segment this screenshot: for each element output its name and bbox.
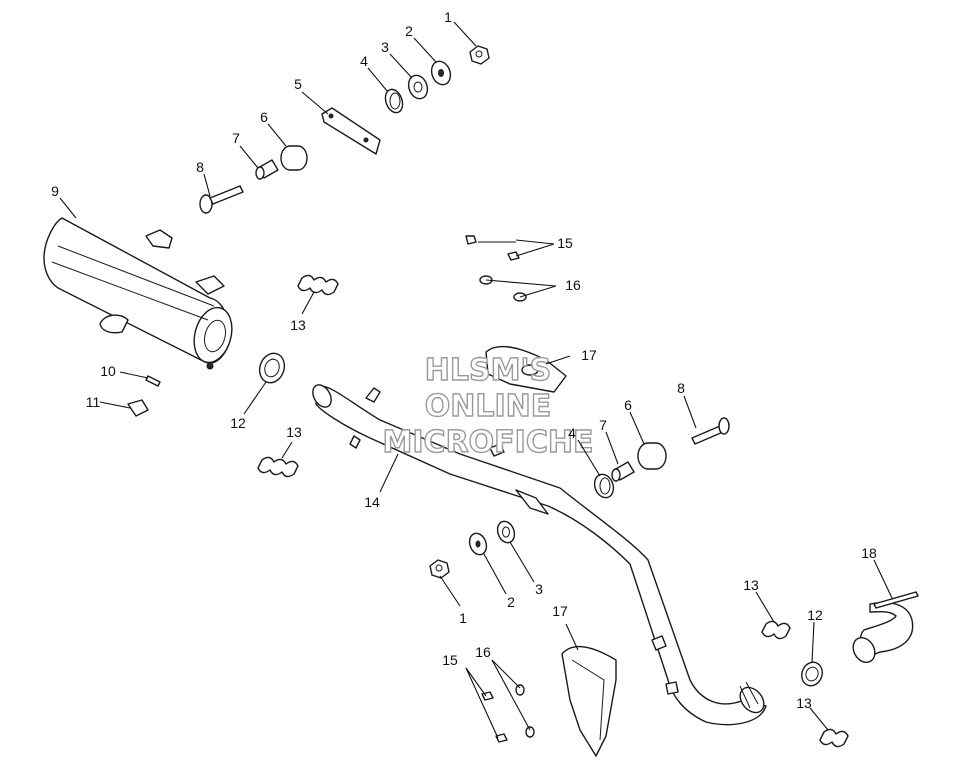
spring-part-13-lower [257, 456, 299, 478]
callout-8-top: 8 [196, 159, 204, 175]
head-pipe-part-14 [312, 384, 767, 726]
callout-8-right: 8 [677, 380, 685, 396]
pipe-part-18 [852, 591, 919, 664]
heat-shield-part-17-lower [561, 645, 617, 757]
nut-part-1-top [469, 45, 490, 65]
washer-part-3-top [407, 74, 429, 100]
spring-part-13-right-upper [761, 620, 791, 640]
callout-13-right-lower: 13 [796, 695, 812, 711]
callout-6-top: 6 [260, 109, 268, 125]
watermark-line-2: ONLINE [425, 389, 552, 424]
callout-1-top: 1 [444, 9, 452, 25]
ring-part-4-right [593, 473, 615, 499]
callout-17-lower: 17 [552, 603, 568, 619]
spring-part-13-right-lower [819, 728, 849, 748]
callout-18: 18 [861, 545, 877, 561]
spring-part-13-upper [297, 274, 339, 296]
bolt-part-8-top [199, 185, 244, 214]
bolt-part-15-upper [465, 235, 520, 261]
callout-4-top: 4 [360, 53, 368, 69]
callout-13-upper: 13 [290, 317, 306, 333]
muffler-part-9 [43, 217, 233, 370]
bolt-part-8-right [691, 417, 730, 445]
nut-part-1-lower [429, 559, 450, 579]
callout-11: 11 [86, 394, 101, 410]
callout-10: 10 [100, 363, 116, 379]
callout-15-upper: 15 [557, 235, 573, 251]
callout-1-lower: 1 [459, 610, 467, 626]
callout-3-lower: 3 [535, 581, 543, 597]
callout-14: 14 [364, 494, 380, 510]
callout-13-lower: 13 [286, 424, 302, 440]
callout-16-lower: 16 [475, 644, 491, 660]
callout-9: 9 [51, 183, 59, 199]
heat-shield-part-17-upper [485, 345, 567, 393]
callout-13-right-upper: 13 [743, 577, 759, 593]
callout-7-right: 7 [599, 417, 607, 433]
ring-part-4-top [384, 88, 404, 114]
bolt-part-15-lower [481, 691, 508, 743]
callout-2-top: 2 [405, 23, 413, 39]
bracket-plate-part-5 [321, 107, 381, 155]
watermark: HLSM'S ONLINE MICROFICHE [382, 352, 594, 460]
callout-16-upper: 16 [565, 277, 581, 293]
callout-3-top: 3 [381, 39, 389, 55]
gasket-part-12-right [801, 661, 823, 687]
callout-7-top: 7 [232, 130, 240, 146]
watermark-line-3: MICROFICHE [383, 425, 594, 460]
callout-12-right: 12 [807, 607, 823, 623]
callout-12-left: 12 [230, 415, 246, 431]
grommet-part-6-top [280, 145, 308, 171]
pin-part-10 [145, 375, 161, 387]
watermark-line-1: HLSM'S [425, 353, 551, 388]
grommet-part-6-right [637, 442, 667, 470]
callout-15-lower: 15 [442, 652, 458, 668]
spacer-part-7-right [611, 461, 635, 482]
callout-6-right: 6 [624, 397, 632, 413]
washer-part-3-lower [496, 520, 516, 544]
washer-part-2-lower [468, 532, 488, 556]
gasket-part-12-left [258, 352, 286, 384]
callout-17-upper: 17 [581, 347, 597, 363]
leader-lines [59, 21, 893, 739]
spacer-part-7-top [255, 159, 279, 180]
callout-5: 5 [294, 76, 302, 92]
callout-2-lower: 2 [507, 594, 515, 610]
clip-part-11 [127, 399, 149, 417]
callouts: 1 2 3 4 5 6 7 8 9 13 10 11 12 13 14 15 1… [51, 9, 877, 711]
washer-part-2-top [430, 60, 452, 86]
washer-part-16-lower [515, 684, 535, 738]
callout-4-right: 4 [568, 425, 576, 441]
